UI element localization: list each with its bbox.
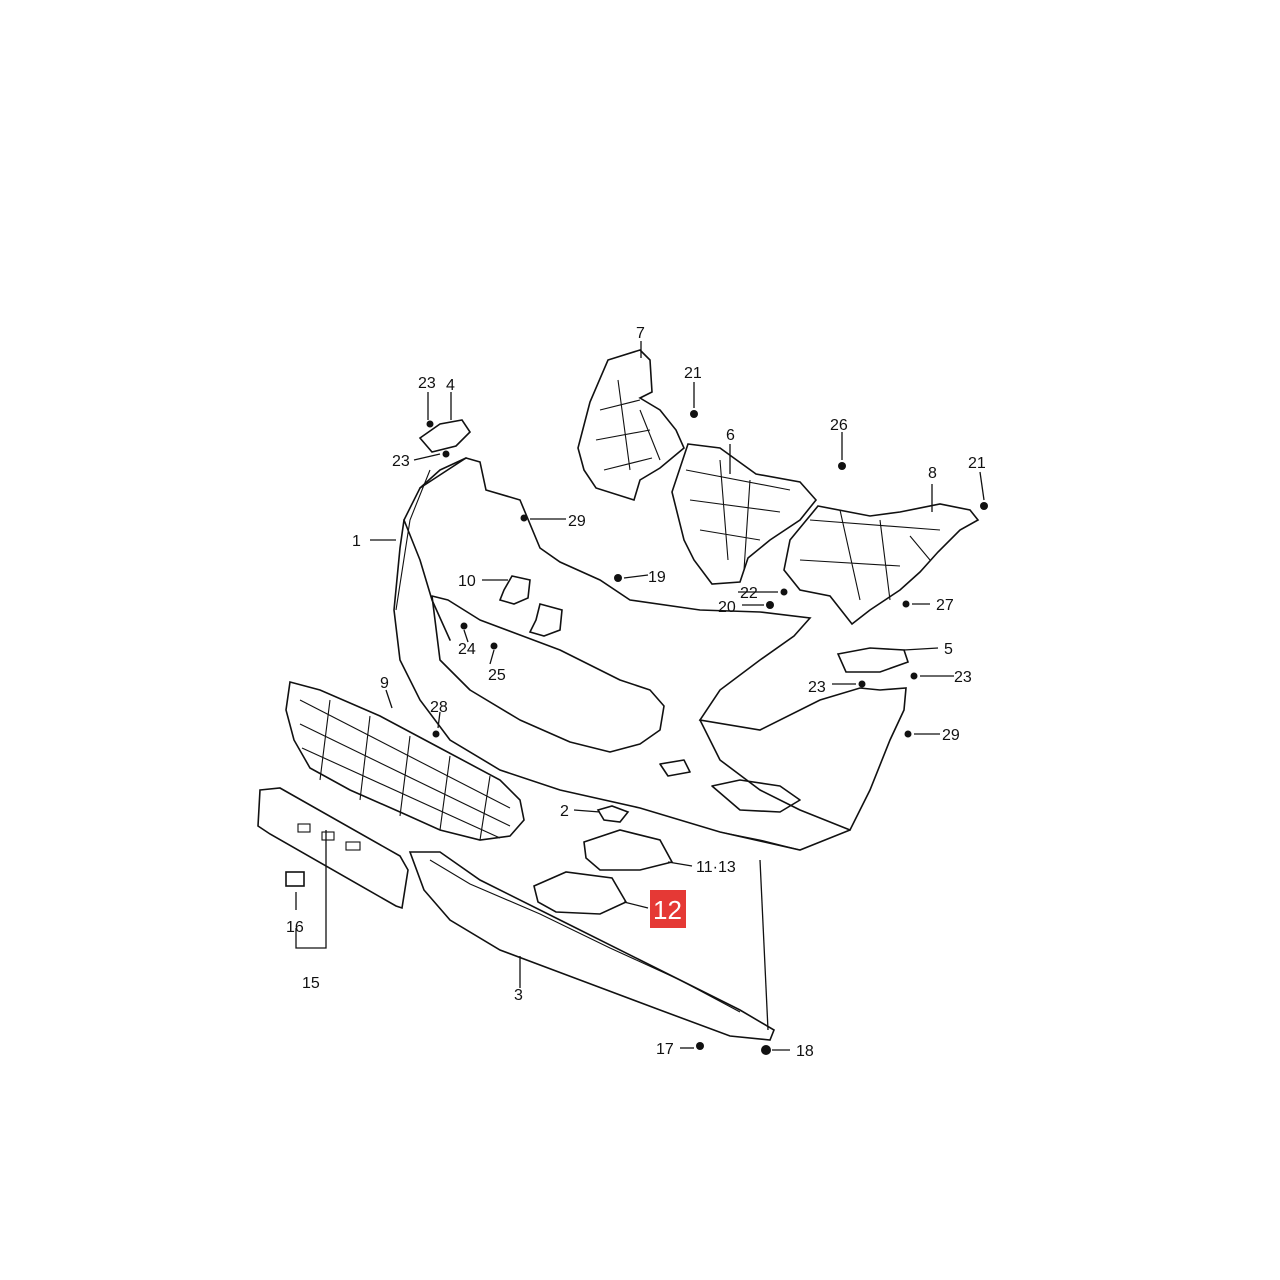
callout-9: 9 bbox=[380, 675, 389, 692]
callout-10: 10 bbox=[458, 573, 476, 590]
callout-21b: 21 bbox=[968, 455, 986, 472]
fastener-22 bbox=[780, 588, 788, 596]
part-5-bracket bbox=[836, 647, 910, 673]
highlight-box bbox=[650, 890, 686, 928]
callout-11-13: 11·13 bbox=[696, 859, 736, 876]
leader-lines bbox=[295, 341, 985, 1051]
callout-20: 20 bbox=[718, 599, 736, 616]
fastener-29b bbox=[904, 730, 912, 738]
callout-29a: 29 bbox=[568, 513, 586, 530]
fastener-23c bbox=[858, 680, 866, 688]
callout-24: 24 bbox=[458, 641, 476, 658]
fastener-27 bbox=[902, 600, 910, 608]
callout-6: 6 bbox=[726, 427, 735, 444]
callout-15: 15 bbox=[302, 975, 320, 992]
part-6-center-deflector bbox=[671, 443, 818, 585]
part-1-bumper-cover bbox=[393, 457, 907, 851]
part-16-clip bbox=[285, 871, 305, 887]
callout-28: 28 bbox=[430, 699, 448, 716]
fastener-24 bbox=[460, 622, 468, 630]
fastener-21b bbox=[980, 502, 988, 510]
callout-17: 17 bbox=[656, 1041, 674, 1058]
callout-22: 22 bbox=[740, 585, 758, 602]
callout-16: 16 bbox=[286, 919, 304, 936]
callout-5: 5 bbox=[944, 641, 953, 658]
fastener-23b bbox=[442, 450, 450, 458]
callout-25: 25 bbox=[488, 667, 506, 684]
fastener-23a bbox=[426, 420, 434, 428]
fastener-23d bbox=[910, 672, 918, 680]
fastener-28 bbox=[432, 730, 440, 738]
part-8-right-deflector bbox=[783, 503, 980, 626]
part-12-fog-cover bbox=[533, 871, 628, 915]
callout-19: 19 bbox=[648, 569, 666, 586]
callout-26: 26 bbox=[830, 417, 848, 434]
callout-7: 7 bbox=[636, 325, 645, 342]
fastener-26 bbox=[838, 462, 846, 470]
callout-21a: 21 bbox=[684, 365, 702, 382]
part-11-13-fog-cover bbox=[583, 829, 674, 871]
fastener-18 bbox=[761, 1045, 771, 1055]
callout-8: 8 bbox=[928, 465, 937, 482]
part-4-bracket bbox=[418, 419, 472, 453]
callout-23c: 23 bbox=[808, 679, 826, 696]
part-15-plate-bracket bbox=[257, 787, 409, 910]
callout-27: 27 bbox=[936, 597, 954, 614]
callout-4: 4 bbox=[446, 377, 455, 394]
part-10-emblem bbox=[498, 575, 563, 637]
fastener-21a bbox=[690, 410, 698, 418]
callout-2: 2 bbox=[560, 803, 569, 820]
callout-1: 1 bbox=[352, 533, 361, 550]
callout-23b: 23 bbox=[392, 453, 410, 470]
part-7-upper-deflector bbox=[577, 349, 685, 502]
part-3-lower-spoiler bbox=[408, 851, 775, 1041]
fastener-17 bbox=[696, 1042, 704, 1050]
fastener-19 bbox=[614, 574, 622, 582]
fastener-20 bbox=[766, 601, 774, 609]
fasteners bbox=[426, 410, 988, 1055]
callout-12: 12 bbox=[653, 895, 682, 925]
callout-18: 18 bbox=[796, 1043, 814, 1060]
part-2-cap bbox=[596, 805, 630, 823]
fastener-29a bbox=[520, 514, 528, 522]
callout-23d: 23 bbox=[954, 669, 972, 686]
callout-labels: 1 2 3 4 5 6 7 8 9 10 11·13 15 16 17 18 1… bbox=[286, 325, 986, 1060]
callout-29b: 29 bbox=[942, 727, 960, 744]
part-9-upper-grille bbox=[285, 680, 525, 841]
fastener-25 bbox=[490, 642, 498, 650]
callout-3: 3 bbox=[514, 987, 523, 1004]
callout-23a: 23 bbox=[418, 375, 436, 392]
highlighted-callout-12[interactable]: 12 bbox=[650, 890, 686, 928]
